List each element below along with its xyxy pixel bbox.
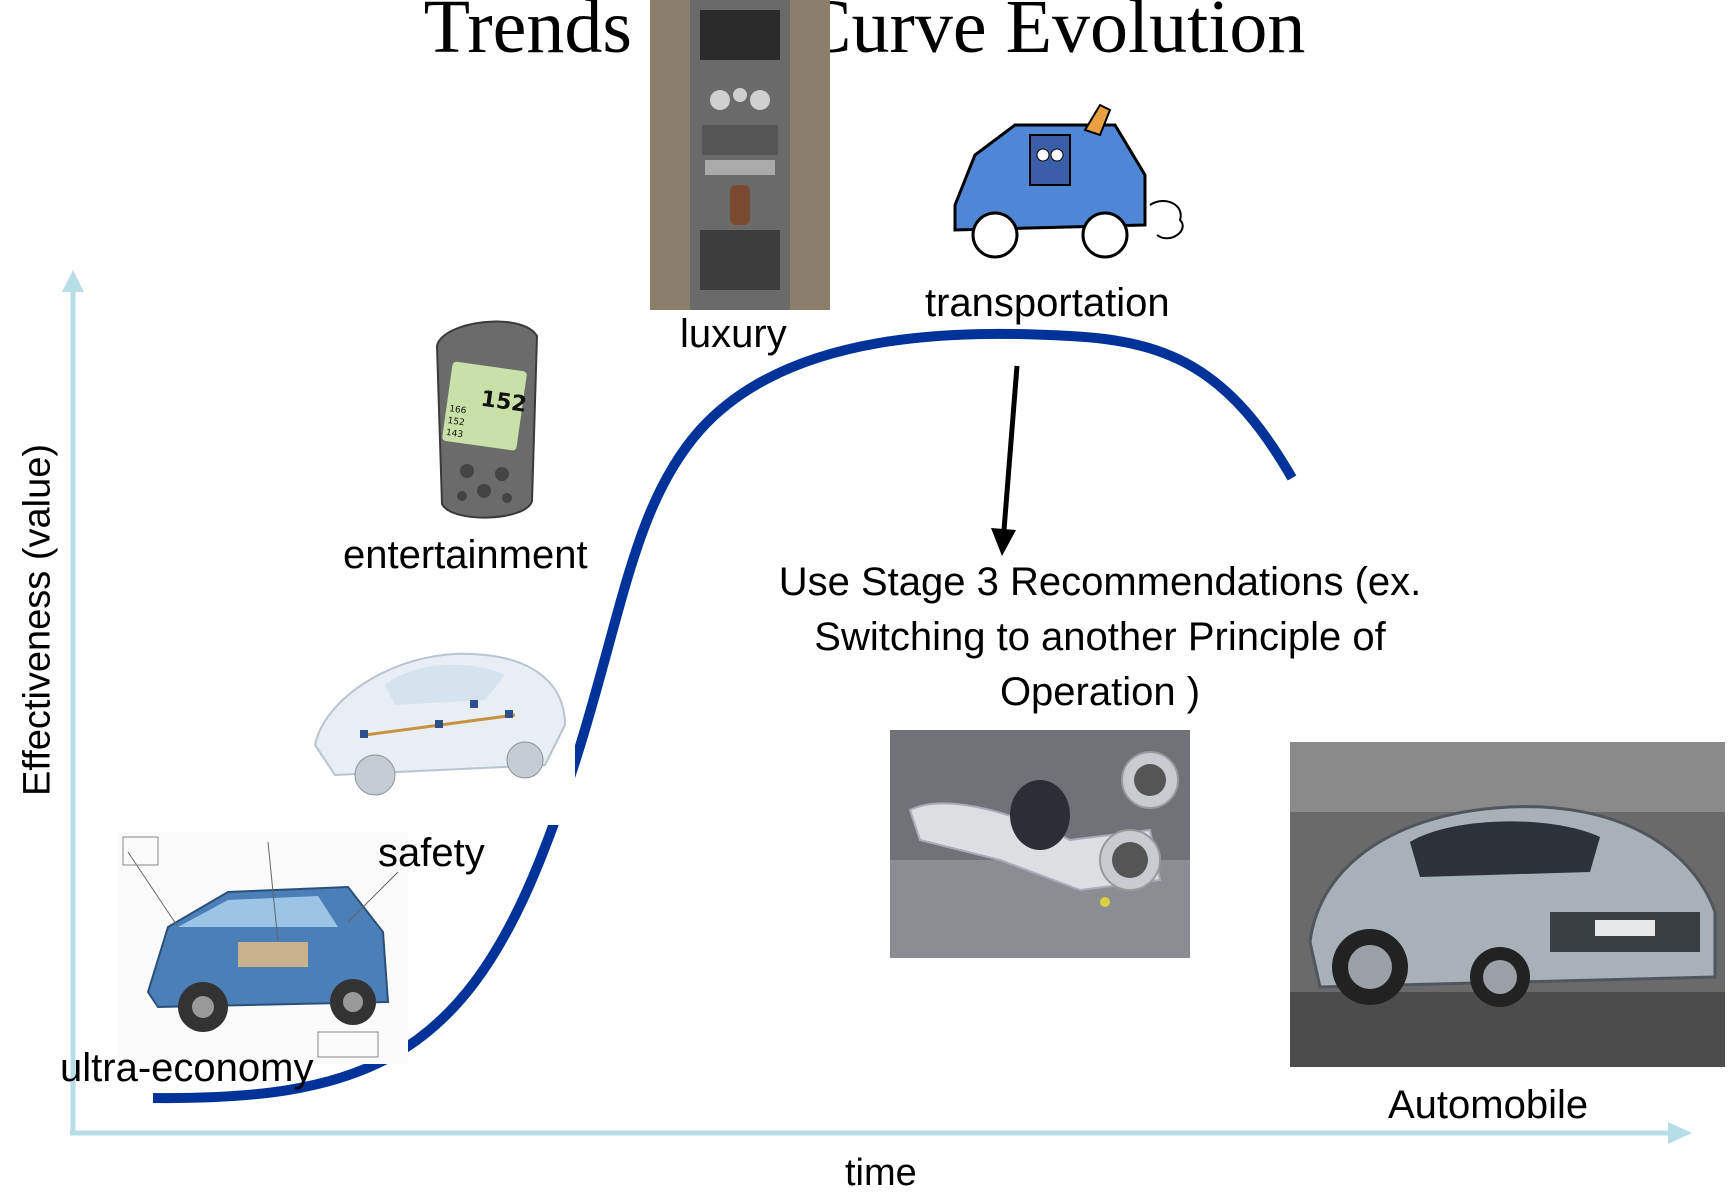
slide-title: Trends of S-Curve Evolution bbox=[423, 0, 1306, 69]
stage-label-entertainment: entertainment bbox=[343, 533, 588, 577]
luxury-car-interior-image bbox=[650, 0, 830, 310]
gps-readout-2: 152 bbox=[447, 416, 465, 428]
ultra-economy-car-image bbox=[118, 832, 408, 1064]
recommendation-arrowhead bbox=[991, 528, 1016, 556]
entertainment-gps-device-image: 152 166 152 143 bbox=[412, 306, 552, 531]
x-axis-label: time bbox=[845, 1152, 917, 1194]
safety-car-image bbox=[285, 615, 575, 825]
gps-readout-3: 143 bbox=[445, 428, 463, 440]
recommendation-text: Use Stage 3 Recommendations (ex. Switchi… bbox=[778, 560, 1422, 714]
y-axis-arrowhead bbox=[62, 270, 84, 292]
automobile-image bbox=[1290, 742, 1725, 1067]
stage-label-ultra-economy: ultra-economy bbox=[60, 1046, 314, 1090]
stage-label-transportation: transportation bbox=[925, 281, 1170, 325]
transportation-cartoon-car-image bbox=[935, 95, 1195, 275]
gps-readout-1: 166 bbox=[449, 404, 468, 416]
stage-label-safety: safety bbox=[378, 831, 485, 875]
x-axis-arrowhead bbox=[1668, 1122, 1692, 1144]
s-curve bbox=[152, 328, 1297, 1104]
automobile-caption: Automobile bbox=[1388, 1083, 1589, 1127]
future-vehicle-image bbox=[890, 730, 1190, 958]
y-axis-label: Effectiveness (value) bbox=[16, 443, 59, 797]
recommendation-arrow bbox=[1001, 365, 1020, 531]
stage-label-luxury: luxury bbox=[680, 312, 787, 356]
